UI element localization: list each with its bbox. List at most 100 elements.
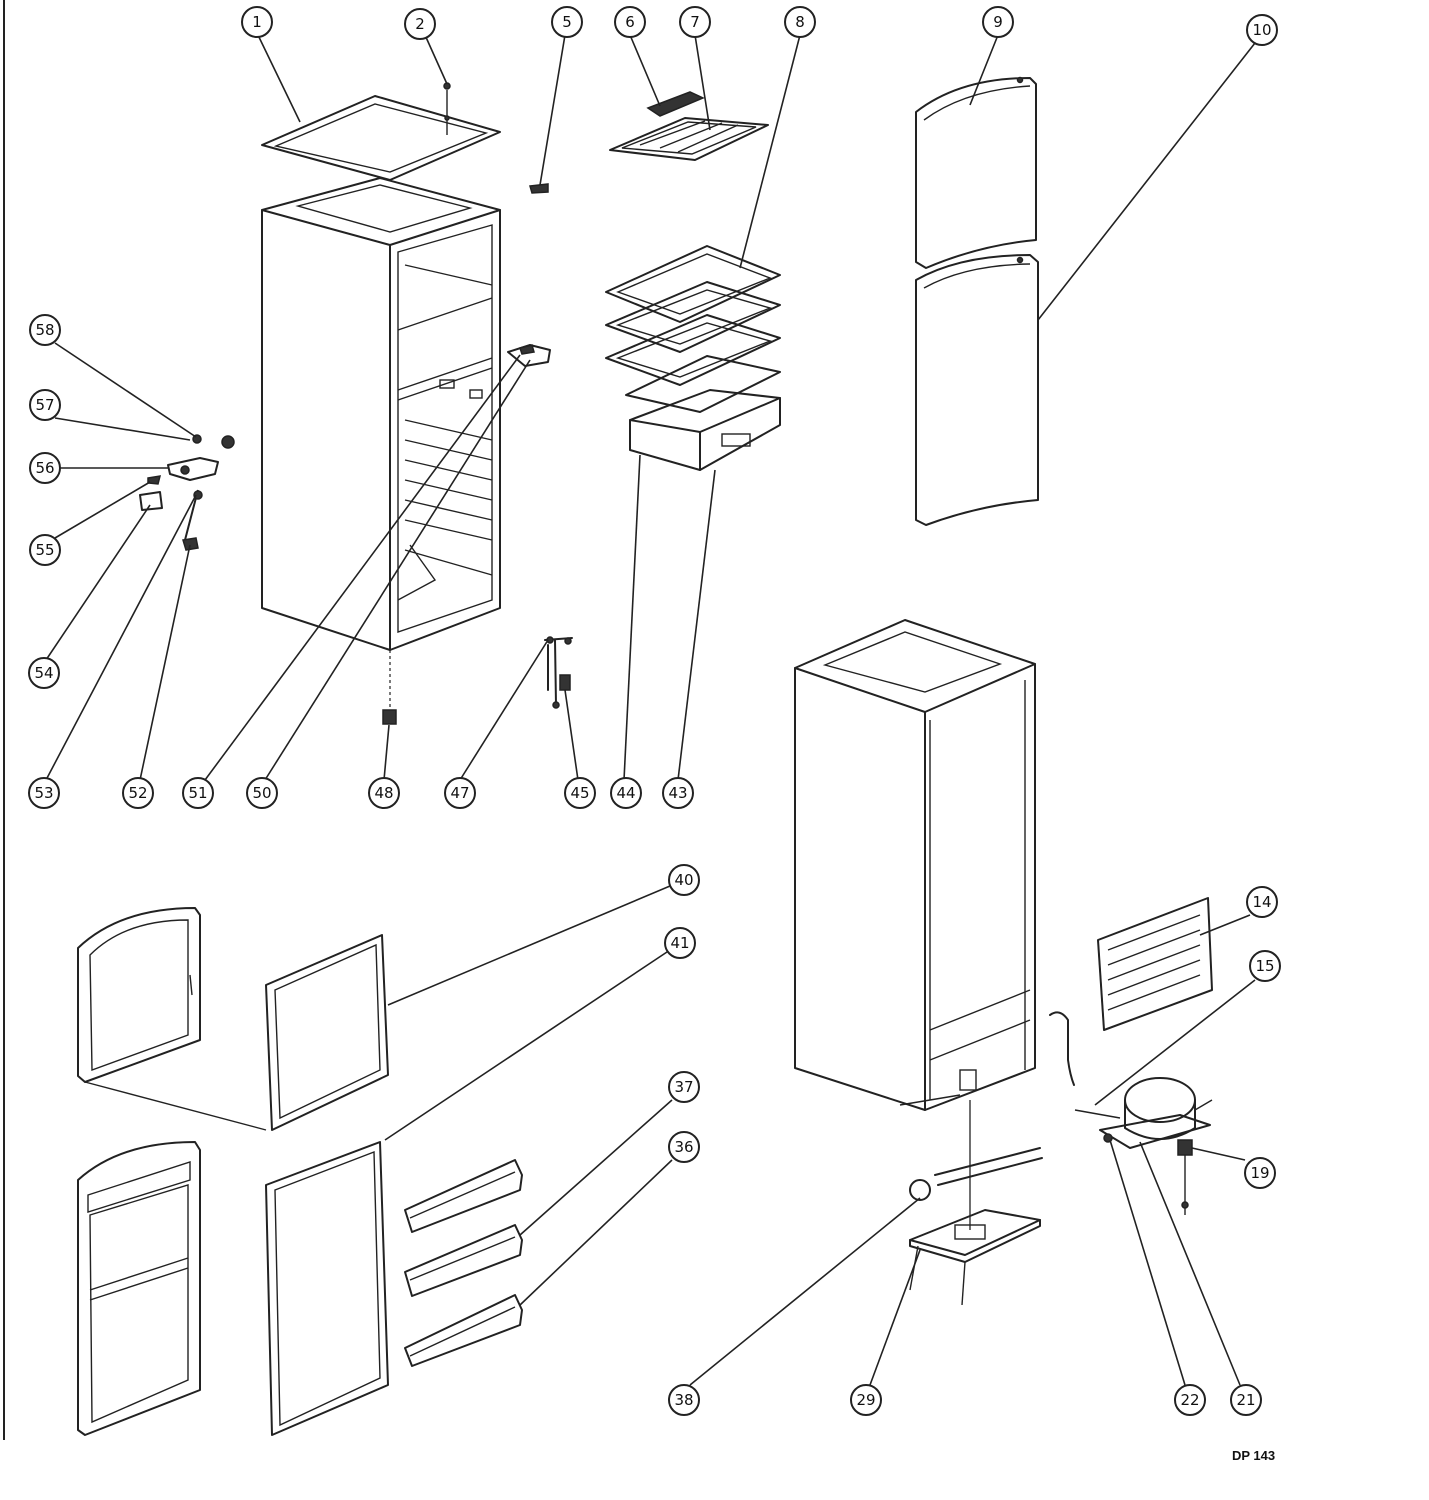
base-and-condenser-parts-29-38 bbox=[909, 1100, 1043, 1306]
callout-label: 10 bbox=[1252, 21, 1271, 39]
condenser-grille-part-14 bbox=[1097, 897, 1213, 1031]
callout-9: 9 bbox=[982, 6, 1014, 38]
callout-10: 10 bbox=[1246, 14, 1278, 46]
callout-bubble bbox=[1174, 1384, 1206, 1416]
fridge-cabinet-back bbox=[794, 619, 1036, 1111]
callout-29: 29 bbox=[850, 1384, 882, 1416]
callout-19: 19 bbox=[1244, 1157, 1276, 1189]
shelves-part-8 bbox=[605, 245, 781, 471]
doors-parts-9-10 bbox=[915, 76, 1039, 526]
callout-bubble bbox=[551, 6, 583, 38]
callout-bubble bbox=[784, 6, 816, 38]
callout-label: 7 bbox=[690, 13, 700, 31]
callout-7: 7 bbox=[679, 6, 711, 38]
callout-label: 45 bbox=[570, 784, 589, 802]
callout-52: 52 bbox=[122, 777, 154, 809]
callout-37: 37 bbox=[668, 1071, 700, 1103]
callout-54: 54 bbox=[28, 657, 60, 689]
callout-label: 58 bbox=[35, 321, 54, 339]
callout-bubble bbox=[1249, 950, 1281, 982]
callout-53: 53 bbox=[28, 777, 60, 809]
callout-bubble bbox=[668, 1071, 700, 1103]
callout-label: 38 bbox=[674, 1391, 693, 1409]
callout-label: 54 bbox=[34, 664, 53, 682]
callout-label: 48 bbox=[374, 784, 393, 802]
callout-21: 21 bbox=[1230, 1384, 1262, 1416]
bracket-part-5 bbox=[529, 183, 549, 194]
callout-51: 51 bbox=[182, 777, 214, 809]
callout-58: 58 bbox=[29, 314, 61, 346]
callout-bubble bbox=[29, 534, 61, 566]
callout-label: 56 bbox=[35, 459, 54, 477]
callout-label: 44 bbox=[616, 784, 635, 802]
callout-label: 9 bbox=[993, 13, 1003, 31]
callout-bubble bbox=[1246, 14, 1278, 46]
callout-bubble bbox=[668, 864, 700, 896]
callout-label: 14 bbox=[1252, 893, 1271, 911]
callout-label: 5 bbox=[562, 13, 572, 31]
callout-label: 52 bbox=[128, 784, 147, 802]
callout-bubble bbox=[28, 657, 60, 689]
callout-bubble bbox=[850, 1384, 882, 1416]
callout-bubble bbox=[28, 777, 60, 809]
callout-38: 38 bbox=[668, 1384, 700, 1416]
callout-14: 14 bbox=[1246, 886, 1278, 918]
callout-45: 45 bbox=[564, 777, 596, 809]
callout-57: 57 bbox=[29, 389, 61, 421]
callout-bubble bbox=[982, 6, 1014, 38]
callout-bubble bbox=[122, 777, 154, 809]
callout-bubble bbox=[679, 6, 711, 38]
callout-bubble bbox=[1246, 886, 1278, 918]
callout-label: 53 bbox=[34, 784, 53, 802]
callout-47: 47 bbox=[444, 777, 476, 809]
callout-43: 43 bbox=[662, 777, 694, 809]
callout-label: 47 bbox=[450, 784, 469, 802]
callout-bubble bbox=[29, 452, 61, 484]
callout-label: 50 bbox=[252, 784, 271, 802]
callout-bubble bbox=[610, 777, 642, 809]
callout-bubble bbox=[668, 1131, 700, 1163]
callout-bubble bbox=[1244, 1157, 1276, 1189]
callout-bubble bbox=[564, 777, 596, 809]
callout-bubble bbox=[246, 777, 278, 809]
callout-56: 56 bbox=[29, 452, 61, 484]
callout-label: 15 bbox=[1255, 957, 1274, 975]
callout-2: 2 bbox=[404, 8, 436, 40]
callout-44: 44 bbox=[610, 777, 642, 809]
callout-bubble bbox=[241, 6, 273, 38]
callout-bubble bbox=[668, 1384, 700, 1416]
callout-48: 48 bbox=[368, 777, 400, 809]
fridge-cabinet-front bbox=[261, 95, 501, 651]
callout-bubble bbox=[29, 389, 61, 421]
callout-50: 50 bbox=[246, 777, 278, 809]
callout-label: 22 bbox=[1180, 1391, 1199, 1409]
callout-bubble bbox=[664, 927, 696, 959]
callout-label: 57 bbox=[35, 396, 54, 414]
callout-label: 8 bbox=[795, 13, 805, 31]
callout-40: 40 bbox=[668, 864, 700, 896]
callout-bubble bbox=[368, 777, 400, 809]
callout-5: 5 bbox=[551, 6, 583, 38]
callout-bubble bbox=[404, 8, 436, 40]
compressor-assembly bbox=[1074, 1077, 1213, 1215]
callout-15: 15 bbox=[1249, 950, 1281, 982]
callout-label: 6 bbox=[625, 13, 635, 31]
drawing-code-label: DP 143 bbox=[1232, 1448, 1275, 1463]
callout-55: 55 bbox=[29, 534, 61, 566]
callout-label: 41 bbox=[670, 934, 689, 952]
callout-bubble bbox=[662, 777, 694, 809]
callout-label: 1 bbox=[252, 13, 262, 31]
foot-part-48 bbox=[382, 650, 397, 725]
tube-part-15 bbox=[1049, 1011, 1075, 1086]
leader-lines bbox=[45, 32, 1256, 1386]
lower-hinge-parts-45-47 bbox=[544, 636, 573, 709]
hinge-assembly bbox=[139, 344, 551, 551]
callout-label: 29 bbox=[856, 1391, 875, 1409]
callout-bubble bbox=[29, 314, 61, 346]
callout-bubble bbox=[182, 777, 214, 809]
callout-36: 36 bbox=[668, 1131, 700, 1163]
ice-tray-parts-6-7 bbox=[609, 91, 769, 161]
callout-label: 40 bbox=[674, 871, 693, 889]
